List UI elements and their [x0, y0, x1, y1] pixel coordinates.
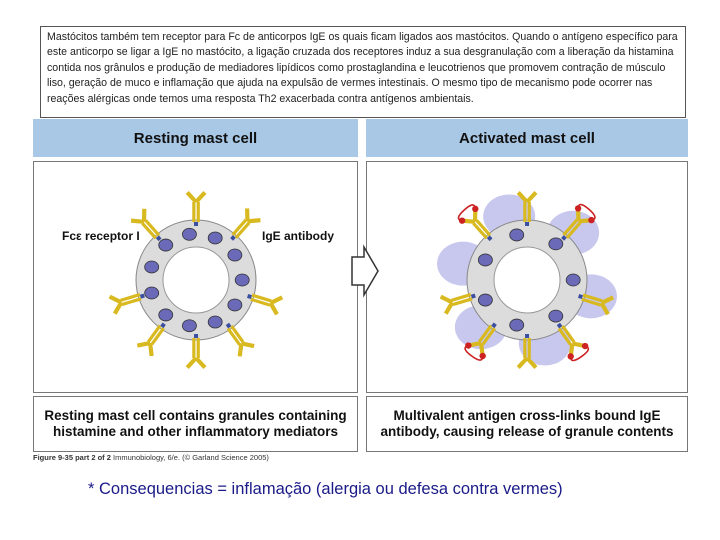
activated-caption: Multivalent antigen cross-links bound Ig… [366, 396, 688, 452]
footer-note: * Consequencias = inflamação (alergia ou… [88, 480, 563, 498]
ige-receptor [225, 322, 255, 357]
resting-cell-drawing [108, 191, 284, 369]
mast-cell-figure: Resting mast cell Activated mast cell Fc… [33, 119, 688, 463]
crosslinked-ige-receptor [556, 322, 590, 362]
granule [234, 273, 250, 287]
ige-receptor [516, 191, 538, 227]
granule [207, 231, 223, 245]
granule [477, 253, 493, 267]
granule [509, 228, 525, 242]
credit-source: Immunobiology, 6/e. (© Garland Science 2… [110, 453, 269, 462]
ige-receptor [577, 293, 615, 316]
granule [227, 298, 243, 312]
granule [182, 319, 197, 333]
granule [565, 273, 581, 287]
granule [182, 227, 197, 241]
activated-panel [366, 161, 688, 393]
credit-figure-number: Figure 9-35 part 2 of 2 [33, 453, 111, 462]
ige-receptor [516, 333, 538, 369]
crosslinked-ige-receptor [464, 322, 497, 361]
crosslinked-ige-receptor [457, 204, 493, 242]
granule [548, 309, 564, 323]
ige-receptor [439, 293, 476, 315]
granule [509, 318, 525, 332]
activated-cell-drawing [437, 191, 617, 369]
nucleus [493, 246, 561, 314]
granule [477, 293, 493, 307]
ige-receptor [108, 293, 145, 315]
antibody-label: IgE antibody [262, 229, 334, 243]
intro-paragraph: Mastócitos também tem receptor para Fc d… [47, 31, 678, 105]
resting-panel: Fcε receptor I IgE antibody [33, 161, 358, 393]
granule [158, 308, 174, 322]
ige-receptor [185, 333, 207, 369]
granule [207, 315, 223, 329]
receptor-label: Fcε receptor I [62, 229, 140, 243]
nucleus [162, 246, 230, 314]
granule [144, 260, 160, 274]
crosslinked-ige-receptor [561, 203, 596, 241]
ige-receptor [185, 191, 207, 227]
granule [144, 286, 160, 300]
intro-text-box: Mastócitos também tem receptor para Fc d… [40, 26, 686, 118]
resting-caption: Resting mast cell contains granules cont… [33, 396, 358, 452]
granule [548, 237, 564, 251]
ige-receptor [230, 208, 261, 241]
resting-header: Resting mast cell [33, 119, 358, 157]
granule [227, 248, 243, 262]
ige-receptor [130, 208, 162, 242]
activated-header: Activated mast cell [366, 119, 688, 157]
ige-receptor [136, 322, 166, 357]
granule [158, 238, 174, 252]
figure-credit: Figure 9-35 part 2 of 2 Immunobiology, 6… [33, 453, 269, 462]
ige-receptor [246, 293, 284, 316]
